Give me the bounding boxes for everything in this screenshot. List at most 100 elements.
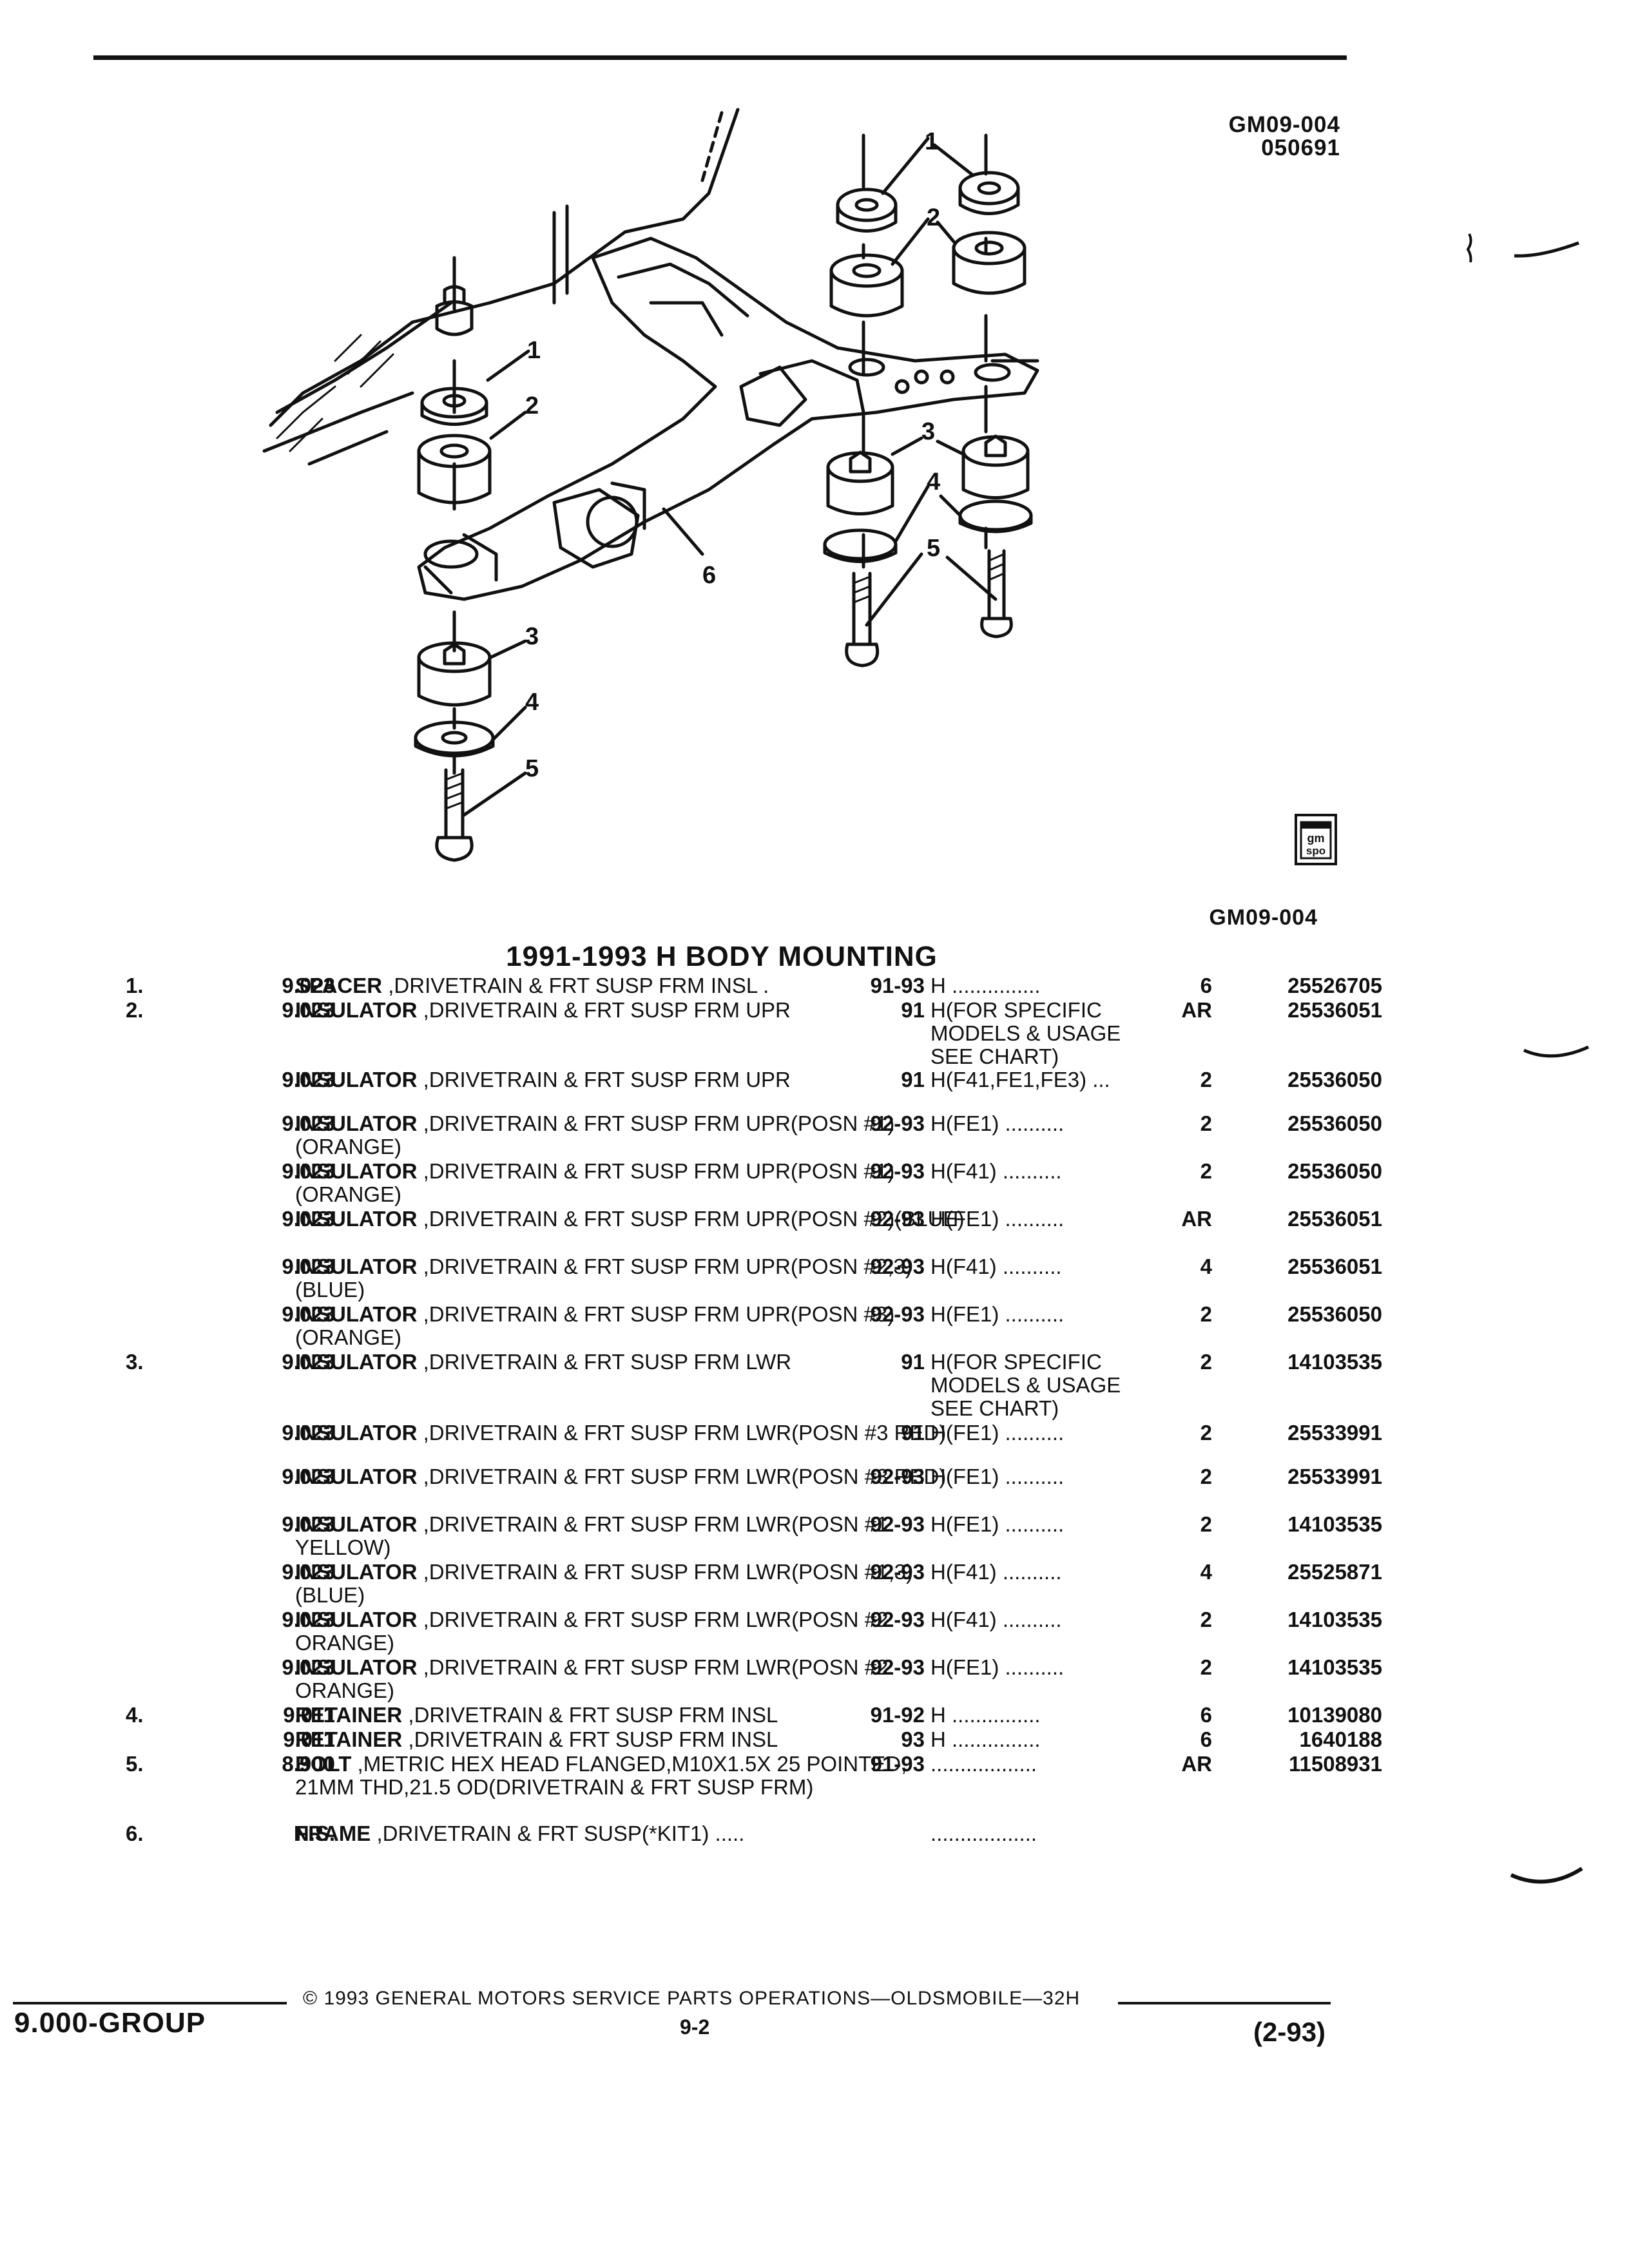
part-name: BOLT	[295, 1752, 352, 1776]
part-quantity: AR	[1181, 1207, 1212, 1231]
part-group-number: 8.900	[282, 1752, 335, 1776]
svg-text:gm: gm	[1307, 832, 1325, 845]
part-body-usage: H(FE1) ..........	[930, 1302, 1065, 1326]
part-group-number: 9.023	[282, 1608, 335, 1631]
part-description-text: ,METRIC HEX HEAD FLANGED,M10X1.5X 25 POI…	[295, 1752, 907, 1799]
frame-mounting-illustration: 1 2 3 4 5 6 1 2 3 4 5	[262, 108, 1039, 862]
part-description-text: ,DRIVETRAIN & FRT SUSP FRM LWR(POSN #1,3…	[295, 1560, 913, 1607]
part-description: INSULATOR ,DRIVETRAIN & FRT SUSP FRM LWR…	[295, 1513, 972, 1559]
footer-rule-left	[13, 2002, 287, 2004]
scan-mark-2	[1523, 1045, 1590, 1058]
part-description: INSULATOR ,DRIVETRAIN & FRT SUSP FRM LWR	[295, 1350, 972, 1374]
part-model-years: 91	[901, 998, 925, 1022]
part-quantity: 2	[1200, 1350, 1212, 1374]
part-number: 25536051	[1287, 1254, 1382, 1278]
part-number: 25536051	[1287, 998, 1382, 1022]
part-body-usage: H(F41,FE1,FE3) ...	[930, 1068, 1110, 1091]
part-name: INSULATOR	[295, 1655, 418, 1679]
part-number: 10139080	[1287, 1703, 1382, 1727]
part-description-text: ,DRIVETRAIN & FRT SUSP FRM UPR	[423, 1068, 791, 1091]
part-quantity: 2	[1200, 1421, 1212, 1445]
part-model-years: 92-93	[870, 1207, 925, 1231]
part-body-usage: H(F41) ..........	[930, 1560, 1062, 1584]
footer-date: (2-93)	[1253, 2017, 1326, 2047]
figure-code: GM09-004	[1209, 905, 1318, 930]
part-name: INSULATOR	[295, 1421, 418, 1445]
part-number: 14103535	[1287, 1512, 1382, 1536]
part-number: 25536050	[1287, 1068, 1382, 1091]
part-description-text: ,DRIVETRAIN & FRT SUSP FRM UPR(POSN #1)(…	[295, 1159, 895, 1206]
part-description-text: ,DRIVETRAIN & FRT SUSP FRM LWR(POSN #2 O…	[295, 1655, 889, 1702]
part-number: 25536051	[1287, 1207, 1382, 1231]
part-description-text: ,DRIVETRAIN & FRT SUSP FRM UPR(POSN #2,3…	[295, 1254, 912, 1302]
part-body-usage: H(FE1) ..........	[930, 1465, 1065, 1488]
part-description-text: ,DRIVETRAIN & FRT SUSP FRM LWR(POSN #1 Y…	[295, 1512, 889, 1559]
part-quantity: 6	[1200, 1727, 1212, 1751]
part-name: RETAINER	[295, 1703, 403, 1727]
part-description: RETAINER ,DRIVETRAIN & FRT SUSP FRM INSL	[295, 1728, 972, 1751]
part-model-years: 93	[901, 1727, 925, 1751]
part-body-usage: H(FOR SPECIFIC MODELS & USAGE SEE CHART)	[930, 998, 1121, 1068]
part-quantity: 6	[1200, 974, 1212, 997]
part-group-number: 9.023	[282, 1159, 335, 1183]
part-body-usage: ..................	[930, 1752, 1037, 1776]
part-description-text: ,DRIVETRAIN & FRT SUSP FRM INSL	[408, 1703, 778, 1727]
part-group-number: 9.023	[282, 1655, 335, 1679]
part-body-usage: H(FE1) ..........	[930, 1512, 1065, 1536]
part-number: 25536050	[1287, 1111, 1382, 1135]
part-number: 14103535	[1287, 1655, 1382, 1679]
part-body-usage: H ...............	[930, 1703, 1041, 1727]
diagram-code-id: GM09-004	[1228, 112, 1340, 137]
callout-4-right: 4	[927, 468, 940, 495]
part-description-text: ,DRIVETRAIN & FRT SUSP FRM LWR(POSN #3 R…	[423, 1421, 947, 1445]
section-title: 1991-1993 H BODY MOUNTING	[506, 941, 938, 972]
part-description-text: ,DRIVETRAIN & FRT SUSP FRM UPR(POSN #3)(…	[295, 1302, 895, 1349]
part-description: RETAINER ,DRIVETRAIN & FRT SUSP FRM INSL	[295, 1704, 972, 1727]
diagram-code: GM09-004 050691	[1205, 113, 1340, 160]
part-group-number: 9.023	[282, 1207, 335, 1231]
part-model-years: 91	[901, 1068, 925, 1091]
part-description-text: ,DRIVETRAIN & FRT SUSP(*KIT1) .....	[376, 1821, 745, 1845]
part-body-usage: H ...............	[930, 1727, 1041, 1751]
part-number: 25536050	[1287, 1302, 1382, 1326]
part-name: INSULATOR	[295, 1350, 418, 1374]
part-description: INSULATOR ,DRIVETRAIN & FRT SUSP FRM UPR…	[295, 1255, 972, 1302]
part-model-years: 91	[901, 1350, 925, 1374]
part-ref-number: 2.	[126, 998, 144, 1022]
part-group-number: N.S.	[293, 1821, 335, 1845]
callout-3-right: 3	[921, 418, 935, 445]
part-group-number: 9.023	[282, 1350, 335, 1374]
part-quantity: 2	[1200, 1465, 1212, 1488]
part-ref-number: 1.	[126, 974, 144, 997]
part-description: FRAME ,DRIVETRAIN & FRT SUSP(*KIT1) ....…	[295, 1822, 972, 1845]
part-number: 25533991	[1287, 1465, 1382, 1488]
part-group-number: 9.023	[282, 974, 335, 997]
part-group-number: 9.023	[282, 1421, 335, 1445]
part-body-usage: H(F41) ..........	[930, 1608, 1062, 1631]
part-description-text: ,DRIVETRAIN & FRT SUSP FRM UPR(POSN #1)(…	[295, 1111, 895, 1158]
svg-text:spo: spo	[1306, 845, 1325, 857]
part-body-usage: H(F41) ..........	[930, 1159, 1062, 1183]
part-model-years: 92-93	[870, 1302, 925, 1326]
part-name: INSULATOR	[295, 1512, 418, 1536]
diagram-code-date: 050691	[1261, 135, 1340, 160]
part-body-usage: H(FE1) ..........	[930, 1207, 1065, 1231]
part-group-number: 9.011	[283, 1727, 335, 1751]
part-quantity: 2	[1200, 1159, 1212, 1183]
part-description-text: ,DRIVETRAIN & FRT SUSP FRM INSL .	[388, 974, 769, 997]
part-number: 1640188	[1299, 1727, 1382, 1751]
part-description: SPACER ,DRIVETRAIN & FRT SUSP FRM INSL .	[295, 974, 972, 997]
part-model-years: 92-93	[870, 1560, 925, 1584]
part-description: INSULATOR ,DRIVETRAIN & FRT SUSP FRM LWR…	[295, 1465, 972, 1488]
part-description-text: ,DRIVETRAIN & FRT SUSP FRM UPR(POSN #2)(…	[423, 1207, 965, 1231]
